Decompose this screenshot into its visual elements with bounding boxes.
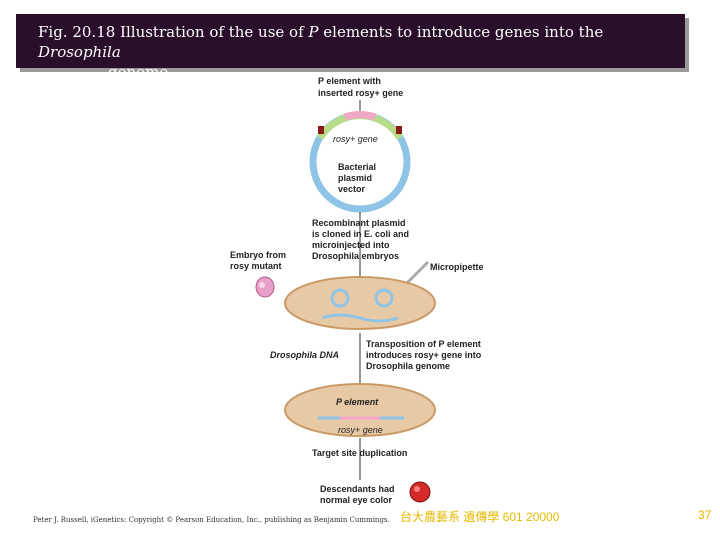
copyright-credit: Peter J. Russell, iGenetics: Copyright ©… <box>33 516 390 524</box>
label-embryo-2: rosy mutant <box>230 261 282 271</box>
repeat-marker-right <box>396 126 402 134</box>
mutant-fly-eye-icon <box>259 282 265 288</box>
title-italic-p: P <box>308 23 319 41</box>
label-bacterial-1: Bacterial <box>338 162 376 172</box>
label-p-element: P element <box>336 397 379 407</box>
embryo-1 <box>284 276 436 330</box>
label-desc-1: Descendants had <box>320 484 395 494</box>
label-p-element-1: P element with <box>318 76 381 86</box>
repeat-marker-left <box>318 126 324 134</box>
embryo-2 <box>284 383 436 437</box>
title-bar: Fig. 20.18 Illustration of the use of P … <box>16 14 685 81</box>
label-embryo-1: Embryo from <box>230 250 286 260</box>
institution-label: 台大農藝系 遺傳學 601 20000 <box>400 510 560 524</box>
drosophila-dna-strand <box>321 313 399 323</box>
label-transp-3: Drosophila genome <box>366 361 450 371</box>
normal-fly-icon <box>409 481 431 503</box>
label-transp-1: Transposition of P element <box>366 339 481 349</box>
mutant-fly-icon <box>255 276 275 298</box>
rosy-gene-arc <box>343 111 377 121</box>
label-rosy-gene-2: rosy+ gene <box>338 425 383 435</box>
title-middle: elements to introduce genes into the <box>318 23 604 41</box>
label-bacterial-3: vector <box>338 184 366 194</box>
label-target-site: Target site duplication <box>312 448 407 458</box>
label-recomb-4: Drosophila embryos <box>312 251 399 261</box>
title-italic-drosophila: Drosophila <box>38 43 121 61</box>
label-drosophila-dna: Drosophila DNA <box>270 350 339 360</box>
label-desc-2: normal eye color <box>320 495 393 505</box>
label-recomb-3: microinjected into <box>312 240 390 250</box>
label-recomb-2: is cloned in E. coli and <box>312 229 409 239</box>
normal-fly-eye-icon <box>414 486 420 492</box>
title-line2: genome <box>108 63 169 81</box>
title-prefix: Fig. 20.18 Illustration of the use of <box>38 23 309 41</box>
label-bacterial-2: plasmid <box>338 173 372 183</box>
label-p-element-2: inserted rosy+ gene <box>318 88 403 98</box>
label-recomb-1: Recombinant plasmid <box>312 218 406 228</box>
plasmid-in-embryo-2 <box>374 288 394 308</box>
label-transp-2: introduces rosy+ gene into <box>366 350 482 360</box>
label-rosy-gene: rosy+ gene <box>333 134 378 144</box>
plasmid-in-embryo-1 <box>330 288 350 308</box>
slide-title: Fig. 20.18 Illustration of the use of P … <box>38 22 658 82</box>
label-micropipette: Micropipette <box>430 262 484 272</box>
page-number: 37 <box>698 508 712 522</box>
